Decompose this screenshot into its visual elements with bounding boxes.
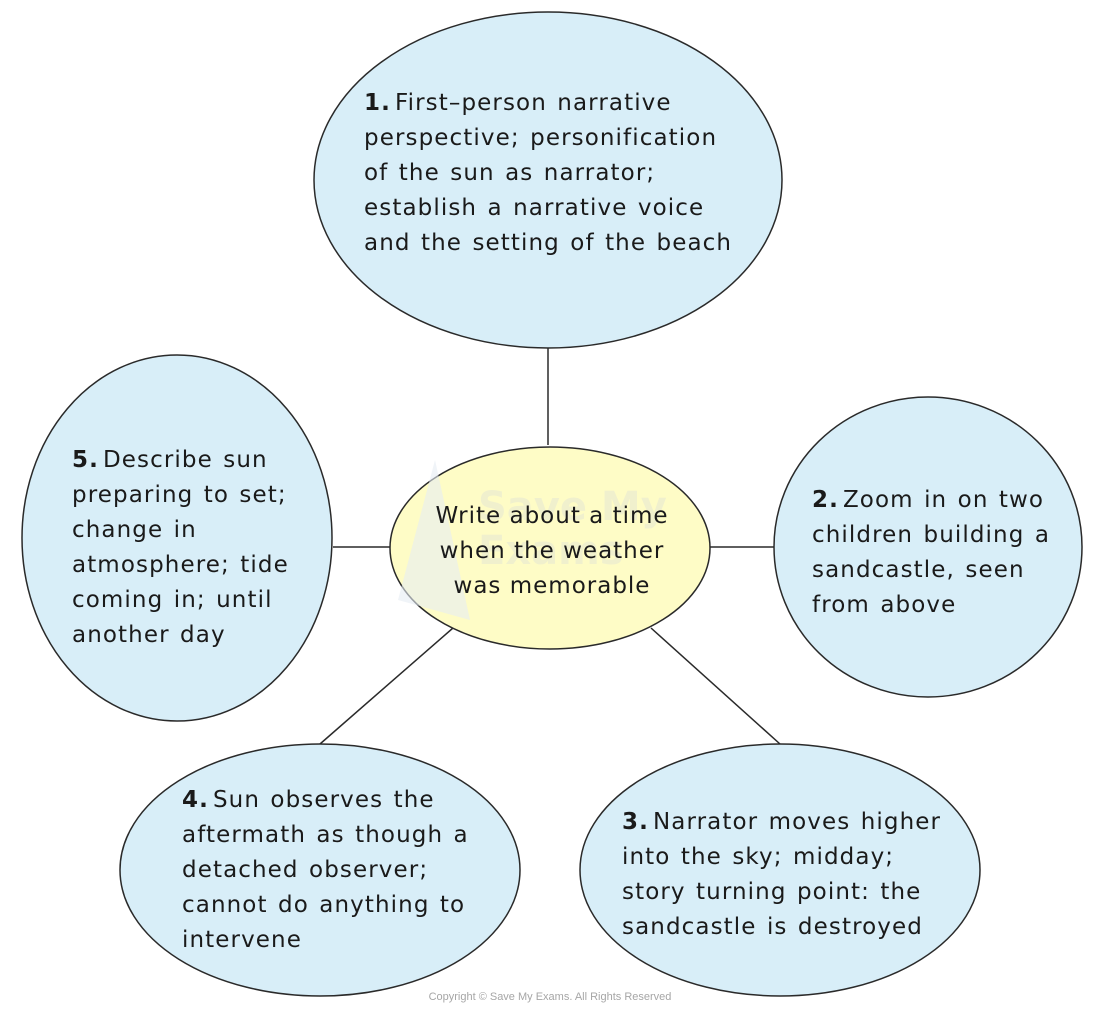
connector-node-3 — [650, 627, 781, 745]
watermark-line-1: Save My — [478, 484, 667, 530]
center-node-ellipse — [389, 446, 711, 650]
node-2-number: 2. — [812, 487, 839, 513]
node-3-line-1-text: Narrator moves higher — [652, 809, 942, 835]
connector-node-4 — [319, 627, 454, 745]
node-5-line-1: 5.Describe sun — [72, 443, 322, 478]
node-3-text: 3.Narrator moves higher into the sky; mi… — [622, 805, 972, 945]
copyright-notice: Copyright © Save My Exams. All Rights Re… — [428, 991, 672, 1003]
node-1-line-1-text: First–person narrative — [394, 90, 672, 116]
node-5-ellipse — [21, 354, 333, 722]
node-3-line-4: sandcastle is destroyed — [622, 914, 923, 940]
node-4-line-1: 4.Sun observes the — [182, 783, 512, 818]
node-4-number: 4. — [182, 787, 209, 813]
node-5-line-1-text: Describe sun — [102, 447, 268, 473]
node-1-line-5: and the setting of the beach — [364, 230, 733, 256]
node-3-ellipse — [579, 743, 981, 997]
node-5-number: 5. — [72, 447, 99, 473]
node-2-line-2: children building a — [812, 522, 1051, 548]
node-3-line-1: 3.Narrator moves higher — [622, 805, 972, 840]
node-2-line-3: sandcastle, seen — [812, 557, 1025, 583]
node-4-text: 4.Sun observes the aftermath as though a… — [182, 783, 512, 958]
node-3-line-2: into the sky; midday; — [622, 844, 895, 870]
node-2-line-1-text: Zoom in on two — [842, 487, 1045, 513]
node-5-line-4: atmosphere; tide — [72, 552, 289, 578]
node-2-ellipse — [773, 396, 1083, 698]
node-4-line-2: aftermath as though a — [182, 822, 469, 848]
node-1-text: 1.First–person narrative perspective; pe… — [364, 86, 764, 261]
node-5-text: 5.Describe sun preparing to set; change … — [72, 443, 322, 653]
node-5-line-3: change in — [72, 517, 197, 543]
node-5-line-5: coming in; until — [72, 587, 273, 613]
node-4-line-4: cannot do anything to — [182, 892, 466, 918]
node-5-line-2: preparing to set; — [72, 482, 287, 508]
node-4-ellipse — [119, 743, 521, 997]
node-3-line-3: story turning point: the — [622, 879, 922, 905]
node-1-line-4: establish a narrative voice — [364, 195, 705, 221]
center-node-text: Write about a time when the weather was … — [402, 499, 702, 604]
node-2-line-4: from above — [812, 592, 957, 618]
node-2-line-1: 2.Zoom in on two — [812, 483, 1082, 518]
node-1-ellipse — [313, 11, 783, 349]
node-4-line-5: intervene — [182, 927, 302, 953]
node-1-line-2: perspective; personification — [364, 125, 718, 151]
node-2-text: 2.Zoom in on two children building a san… — [812, 483, 1082, 623]
center-line-1: Write about a time — [435, 503, 669, 529]
watermark-logo-shape — [398, 460, 470, 620]
center-line-2: when the weather — [439, 538, 665, 564]
node-4-line-1-text: Sun observes the — [212, 787, 435, 813]
node-1-line-1: 1.First–person narrative — [364, 86, 764, 121]
center-line-3: was memorable — [453, 573, 651, 599]
node-1-number: 1. — [364, 90, 391, 116]
node-5-line-6: another day — [72, 622, 226, 648]
node-4-line-3: detached observer; — [182, 857, 429, 883]
node-1-line-3: of the sun as narrator; — [364, 160, 656, 186]
watermark-line-2: Exams — [478, 528, 624, 574]
node-3-number: 3. — [622, 809, 649, 835]
watermark: Save My Exams — [478, 485, 667, 573]
